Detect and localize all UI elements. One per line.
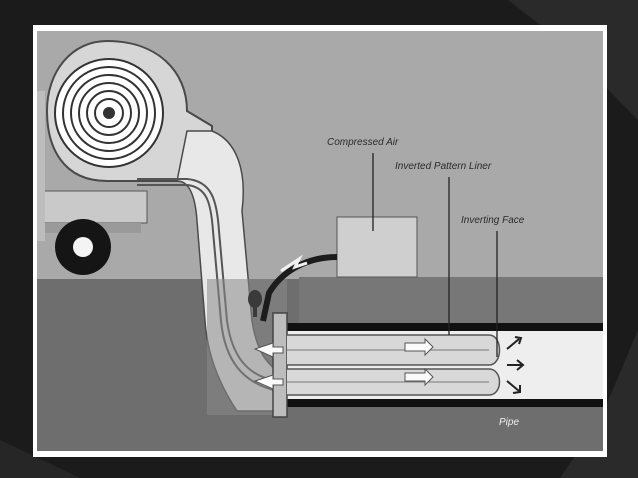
pipe-inversion-diagram: Compressed Air Inverted Pattern Liner In… — [37, 31, 603, 451]
flow-arrow-icon — [253, 337, 434, 390]
label-pipe: Pipe — [499, 417, 519, 428]
flow-arrow-icon — [506, 336, 525, 394]
inverted-liner — [287, 334, 501, 396]
pipe-flange — [272, 312, 288, 418]
label-compressed-air: Compressed Air — [327, 137, 399, 148]
flow-arrow-icon — [280, 254, 308, 273]
compressor-box — [336, 216, 418, 278]
label-inverting-face: Inverting Face — [461, 215, 525, 226]
truck-wheel-icon — [55, 219, 111, 275]
pipe-top-wall — [277, 323, 603, 331]
diagram-frame: Compressed Air Inverted Pattern Liner In… — [33, 25, 607, 457]
pressure-gauge-icon — [248, 290, 262, 317]
blower-fan-icon — [45, 39, 213, 182]
pipe-bottom-wall — [277, 399, 603, 407]
label-inverted-liner: Inverted Pattern Liner — [395, 161, 492, 172]
ground-block — [299, 277, 603, 323]
